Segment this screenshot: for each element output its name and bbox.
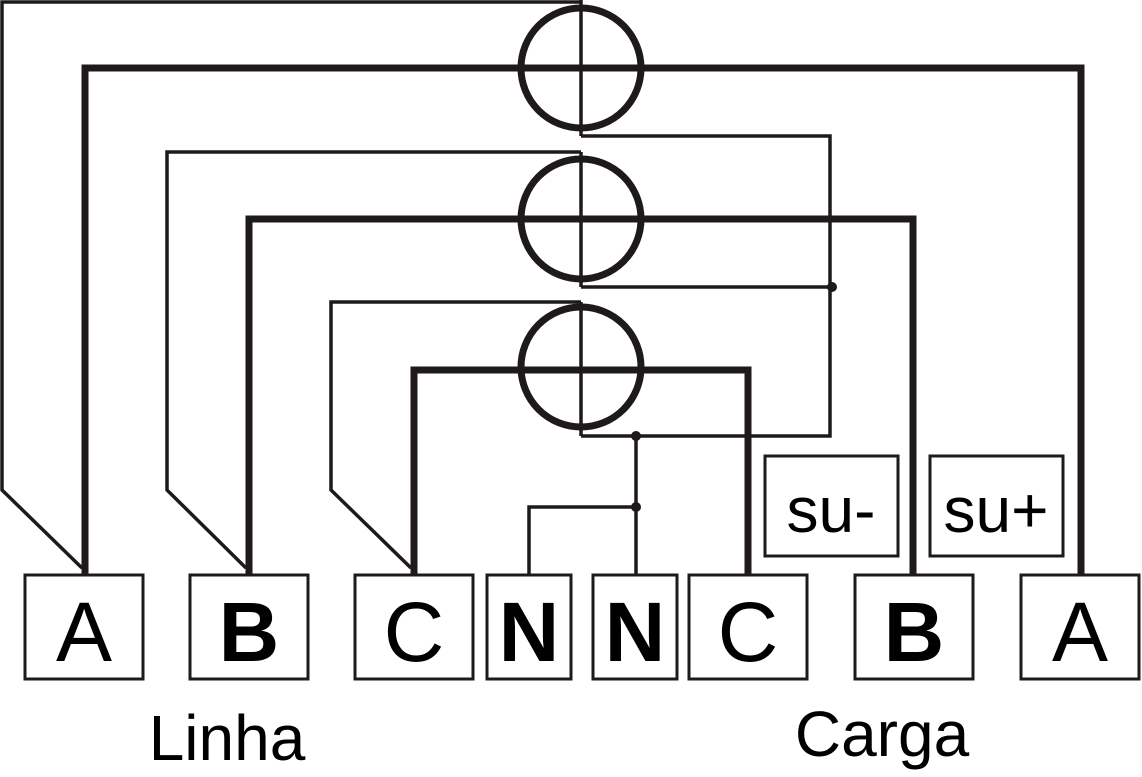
terminal-linha-b: B <box>188 573 310 681</box>
sense-wire-phase-a <box>0 0 581 570</box>
supply-plus-box: su+ <box>928 454 1065 558</box>
terminal-label: N <box>605 585 666 679</box>
terminal-label: N <box>499 585 560 679</box>
terminal-carga-b: B <box>853 573 975 681</box>
terminal-label: B <box>884 585 945 679</box>
junction-dot-ct-return <box>827 282 837 292</box>
terminal-label: A <box>56 585 112 679</box>
terminal-label: C <box>718 585 779 679</box>
terminal-linha-a: A <box>23 573 145 681</box>
terminal-neutral-1: N <box>485 573 573 681</box>
terminal-neutral-2: N <box>591 573 679 681</box>
junction-dot-neutral-link <box>631 502 641 512</box>
sense-wire-phase-c <box>329 300 581 570</box>
terminal-label: A <box>1052 585 1108 679</box>
terminal-carga-a: A <box>1019 573 1141 681</box>
terminal-label: C <box>384 585 445 679</box>
sense-wire-phase-b <box>165 150 581 570</box>
supply-minus-box: su- <box>763 454 900 558</box>
phase-a-conductor <box>81 64 1085 575</box>
load-group-label: Carga <box>795 698 970 770</box>
supply-minus-label: su- <box>787 474 876 546</box>
phase-c-conductor <box>410 366 752 575</box>
neutral-link-wire <box>527 505 636 575</box>
phase-b-conductor <box>245 215 917 575</box>
terminal-linha-c: C <box>353 573 475 681</box>
line-group-label: Linha <box>149 702 306 774</box>
terminal-carga-c: C <box>687 573 809 681</box>
supply-plus-label: su+ <box>944 474 1049 546</box>
junction-dot-neutral-top <box>631 431 641 441</box>
terminal-label: B <box>219 585 280 679</box>
